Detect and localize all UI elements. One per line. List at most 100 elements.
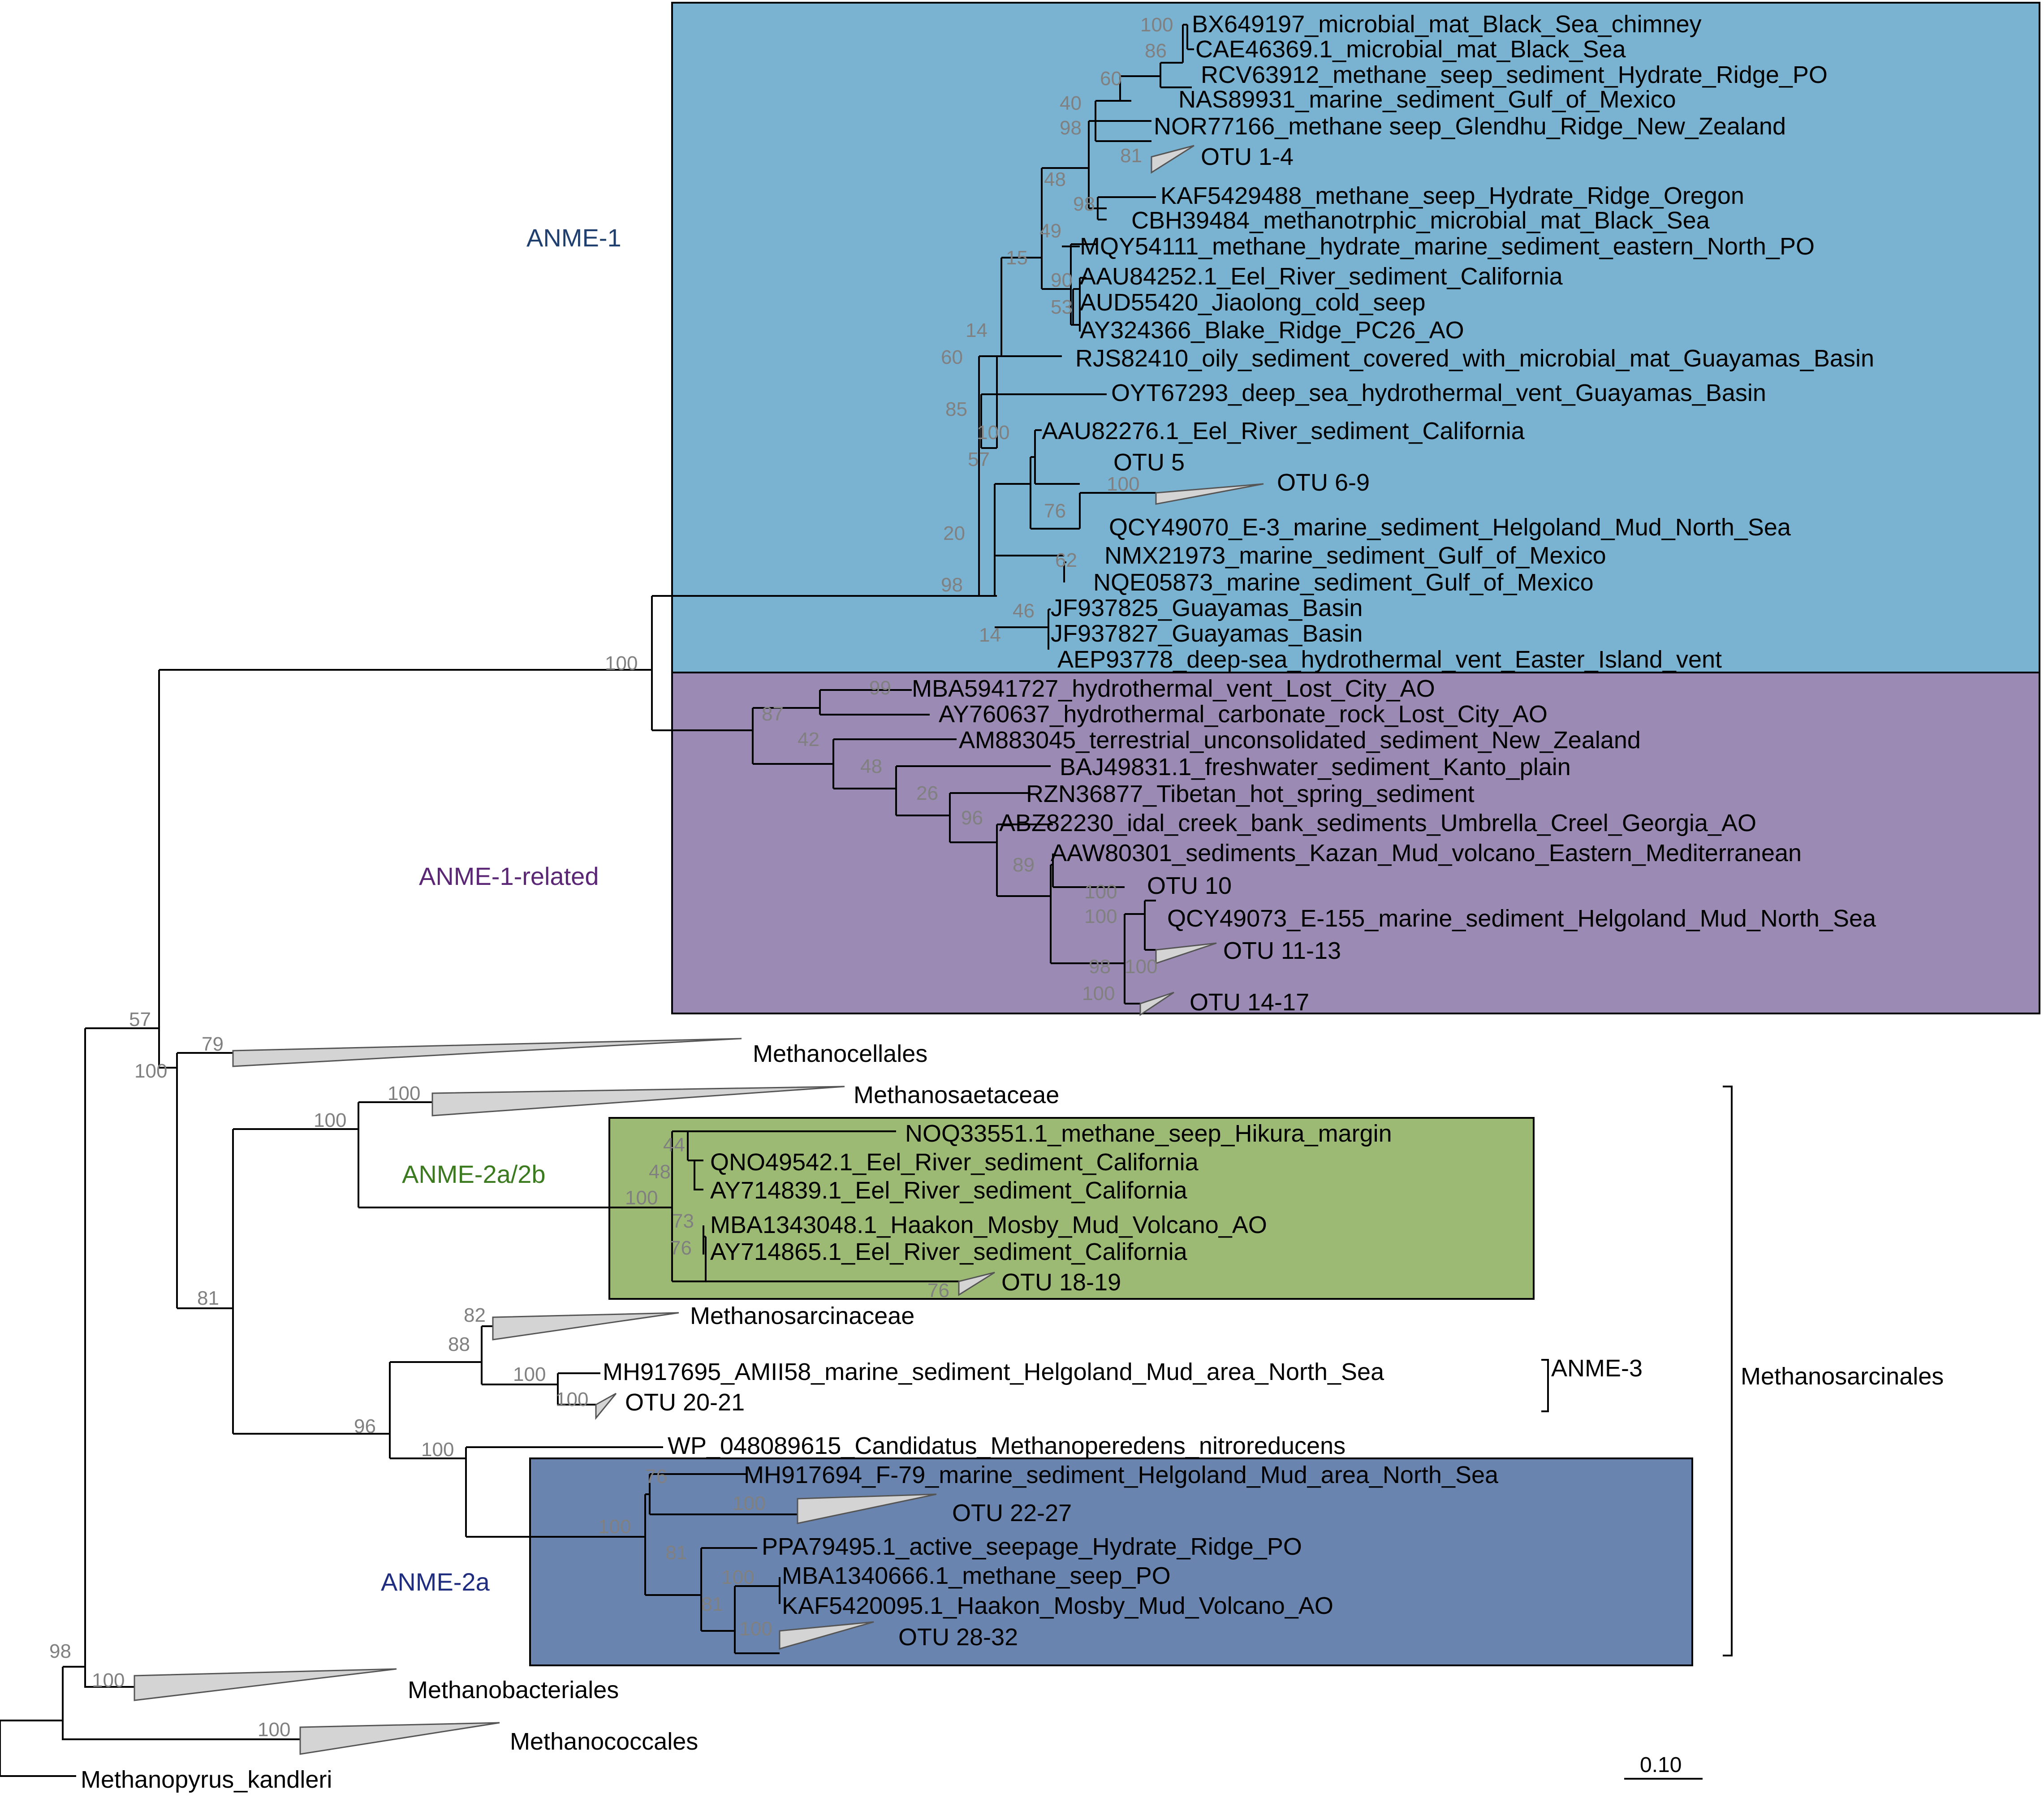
bootstrap-value: 57 <box>968 448 990 470</box>
bootstrap-value: 73 <box>672 1210 694 1232</box>
bootstrap-value: 81 <box>665 1542 687 1564</box>
leaf-label: AY760637_hydrothermal_carbonate_rock_Los… <box>939 701 1548 728</box>
leaf-label: PPA79495.1_active_seepage_Hydrate_Ridge_… <box>762 1533 1302 1560</box>
leaf-label: OTU 20-21 <box>625 1389 745 1416</box>
bootstrap-value: 76 <box>670 1237 692 1259</box>
bootstrap-value: 100 <box>977 422 1009 444</box>
bootstrap-value: 14 <box>966 319 988 341</box>
bootstrap-value: 99 <box>869 677 891 699</box>
leaf-label: QNO49542.1_Eel_River_sediment_California <box>710 1149 1199 1176</box>
leaf-label: RJS82410_oily_sediment_covered_with_micr… <box>1075 345 1874 372</box>
bootstrap-value: 46 <box>1013 600 1035 622</box>
bootstrap-value: 98 <box>1089 956 1111 978</box>
leaf-label: OTU 11-13 <box>1223 937 1341 964</box>
clade-label-anme1: ANME-1 <box>526 224 621 252</box>
leaf-label: OTU 14-17 <box>1190 989 1309 1016</box>
triangle-otu11-13 <box>1155 942 1217 965</box>
bootstrap-value: 100 <box>733 1492 765 1514</box>
leaf-label: AAW80301_sediments_Kazan_Mud_volcano_Eas… <box>1051 840 1802 867</box>
leaf-label: MBA1340666.1_methane_seep_PO <box>782 1562 1171 1589</box>
leaf-label: OYT67293_deep_sea_hydrothermal_vent_Guay… <box>1111 379 1766 406</box>
bootstrap-value: 48 <box>860 755 882 777</box>
triangle-otu22-27 <box>797 1493 937 1524</box>
bootstrap-value: 57 <box>129 1009 151 1031</box>
leaf-label: Methanobacteriales <box>408 1677 619 1703</box>
leaf-label: JF937825_Guayamas_Basin <box>1051 595 1363 621</box>
bootstrap-value: 82 <box>464 1304 486 1326</box>
leaf-label: OTU 10 <box>1147 872 1232 899</box>
leaf-label: MBA5941727_hydrothermal_vent_Lost_City_A… <box>912 675 1435 702</box>
leaf-label: MH917695_AMII58_marine_sediment_Helgolan… <box>603 1358 1384 1385</box>
triangle-otu20-21 <box>595 1393 617 1420</box>
bootstrap-value: 96 <box>354 1415 376 1437</box>
leaf-label: Methanopyrus_kandleri <box>81 1766 332 1793</box>
leaf-label: AAU82276.1_Eel_River_sediment_California <box>1042 418 1525 444</box>
leaf-labels: BX649197_microbial_mat_Black_Sea_chimney… <box>81 11 1876 1793</box>
leaf-label: NOR77166_methane seep_Glendhu_Ridge_New_… <box>1154 113 1786 140</box>
leaf-label: NAS89931_marine_sediment_Gulf_of_Mexico <box>1178 86 1676 113</box>
leaf-label: AAU84252.1_Eel_River_sediment_California <box>1080 263 1563 290</box>
triangle-otu14-17 <box>1139 992 1174 1016</box>
bootstrap-value: 53 <box>1051 296 1073 318</box>
leaf-label: Methanosarcinaceae <box>690 1302 914 1329</box>
bootstrap-value: 89 <box>1013 854 1035 876</box>
bootstrap-value: 49 <box>1039 220 1061 242</box>
triangle-otu28-32 <box>779 1621 874 1650</box>
bootstrap-value: 100 <box>605 652 638 674</box>
leaf-label: BX649197_microbial_mat_Black_Sea_chimney <box>1192 11 1702 38</box>
bootstrap-value: 98 <box>49 1640 71 1662</box>
bootstrap-value: 42 <box>798 729 819 750</box>
bootstrap-value: 100 <box>421 1439 454 1461</box>
leaf-label: Methanosaetaceae <box>854 1082 1059 1108</box>
leaf-label: Methanococcales <box>510 1728 698 1755</box>
anme3-bracket <box>1541 1359 1549 1412</box>
bootstrap-value: 14 <box>979 624 1001 646</box>
bootstrap-value: 100 <box>1125 956 1157 978</box>
triangle-methanosaetaceae <box>431 1086 845 1117</box>
anme1-box <box>671 2 2040 673</box>
leaf-label: RCV63912_methane_seep_sediment_Hydrate_R… <box>1201 61 1828 88</box>
leaf-label: OTU 6-9 <box>1277 469 1370 496</box>
anme2ab-box <box>608 1117 1535 1300</box>
bootstrap-value: 60 <box>1100 68 1122 90</box>
leaf-label: MBA1343048.1_Haakon_Mosby_Mud_Volcano_AO <box>710 1212 1267 1238</box>
bootstrap-value: 26 <box>916 782 938 804</box>
clade-label-anme2a: ANME-2a <box>381 1568 490 1596</box>
leaf-label: OTU 22-27 <box>952 1500 1072 1526</box>
bootstrap-value: 100 <box>721 1566 754 1588</box>
clade-label-methanosarcinales: Methanosarcinales <box>1741 1363 1944 1390</box>
leaf-label: AM883045_terrestrial_unconsolidated_sedi… <box>959 727 1641 754</box>
leaf-label: QCY49070_E-3_marine_sediment_Helgoland_M… <box>1109 514 1791 541</box>
leaf-label: KAF5429488_methane_seep_Hydrate_Ridge_Or… <box>1160 182 1744 209</box>
leaf-label: RZN36877_Tibetan_hot_spring_sediment <box>1026 780 1475 807</box>
leaf-label: JF937827_Guayamas_Basin <box>1051 620 1363 647</box>
leaf-label: WP_048089615_Candidatus_Methanoperedens_… <box>668 1432 1345 1459</box>
bootstrap-value: 100 <box>1082 983 1115 1005</box>
leaf-label: CAE46369.1_microbial_mat_Black_Sea <box>1195 36 1626 63</box>
bootstrap-value: 96 <box>961 807 983 829</box>
bootstrap-value: 48 <box>649 1161 671 1183</box>
leaf-label: QCY49073_E-155_marine_sediment_Helgoland… <box>1167 905 1876 932</box>
leaf-label: OTU 1-4 <box>1201 143 1294 170</box>
bootstrap-value: 100 <box>739 1618 772 1640</box>
triangle-methanococcales <box>299 1722 500 1755</box>
leaf-label: CBH39484_methanotrphic_microbial_mat_Bla… <box>1131 207 1710 234</box>
anme1-related-box <box>671 672 2040 1014</box>
bootstrap-value: 76 <box>1044 500 1066 522</box>
bootstrap-value: 48 <box>1044 168 1066 190</box>
bootstrap-value: 79 <box>202 1033 224 1055</box>
clade-label-anme2ab: ANME-2a/2b <box>402 1160 546 1188</box>
bootstrap-value: 40 <box>1060 92 1082 114</box>
bootstrap-value: 98 <box>1073 193 1095 215</box>
tree-branches <box>0 24 1194 1777</box>
bootstrap-value: 88 <box>448 1333 470 1355</box>
triangle-methanocellales <box>232 1038 742 1067</box>
leaf-label: ABZ82230_idal_creek_bank_sediments_Umbre… <box>999 810 1756 836</box>
triangle-methanobacteriales <box>134 1668 397 1701</box>
bootstrap-value: 44 <box>663 1134 685 1156</box>
leaf-label: AUD55420_Jiaolong_cold_seep <box>1080 289 1426 316</box>
leaf-label: MQY54111_methane_hydrate_marine_sediment… <box>1080 233 1815 260</box>
bootstrap-value: 62 <box>1055 549 1077 571</box>
